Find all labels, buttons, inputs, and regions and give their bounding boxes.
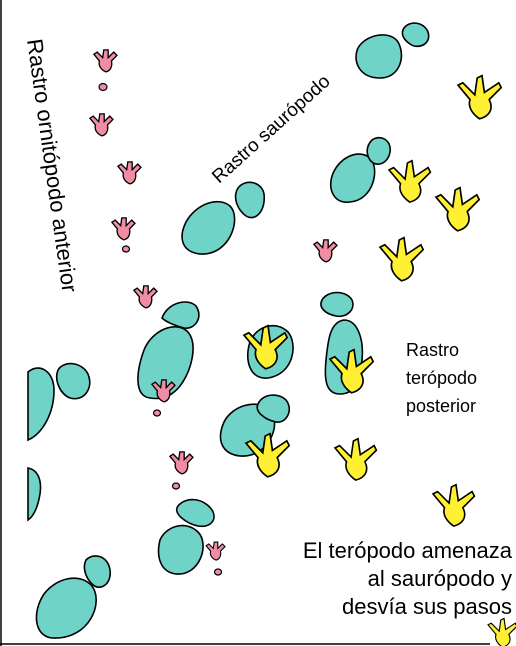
sauropod-footprint-icon — [182, 182, 264, 254]
caption-line2: al saurópodo y — [368, 566, 512, 591]
ornithopod-footprint-icon — [94, 50, 117, 72]
ornithopod-footprint-icon — [118, 162, 141, 184]
sauropod-footprint-icon — [36, 556, 110, 638]
ornithopod-trackway-label: Rastro ornitópodo anterior — [22, 37, 82, 294]
ornithopod-manus-print — [215, 569, 222, 575]
ornithopod-manus-print — [173, 483, 180, 489]
theropod-footprint-icon — [389, 161, 430, 202]
theropod-footprint-icon — [433, 485, 474, 526]
sauropod-footprint-icon — [28, 468, 41, 520]
sauropod-trackway-label: Rastro saurópodo — [208, 71, 334, 188]
theropod-trackway-label-line3: posterior — [406, 396, 476, 416]
ornithopod-footprint-icon — [170, 452, 193, 474]
theropod-trackway-label-line1: Rastro — [406, 340, 459, 360]
ornithopod-footprint-icon — [112, 218, 135, 240]
ornithopod-footprints — [90, 50, 337, 575]
ornithopod-manus-print — [99, 84, 107, 91]
caption-line3: desvía sus pasos — [342, 594, 512, 619]
ornithopod-footprint-icon — [314, 240, 337, 262]
ornithopod-manus-print — [123, 246, 130, 252]
caption-line1: El terópodo amenaza — [303, 538, 513, 563]
sauropod-footprint-icon — [138, 302, 199, 399]
ornithopod-footprint-icon — [206, 542, 225, 560]
sauropod-footprint-icon — [28, 364, 90, 440]
theropod-footprint-icon — [458, 76, 501, 119]
theropod-footprint-icon — [335, 439, 376, 480]
ornithopod-manus-print — [154, 410, 161, 416]
ornithopod-footprint-icon — [134, 286, 157, 308]
theropod-footprint-icon — [488, 618, 516, 646]
theropod-trackway-label-line2: terópodo — [406, 368, 477, 388]
theropod-footprint-icon — [380, 238, 423, 281]
sauropod-footprint-icon — [356, 23, 429, 78]
sauropod-footprint-icon — [331, 138, 390, 203]
sauropod-footprint-icon — [159, 500, 214, 574]
ornithopod-footprint-icon — [90, 114, 113, 136]
theropod-footprint-icon — [436, 188, 479, 231]
